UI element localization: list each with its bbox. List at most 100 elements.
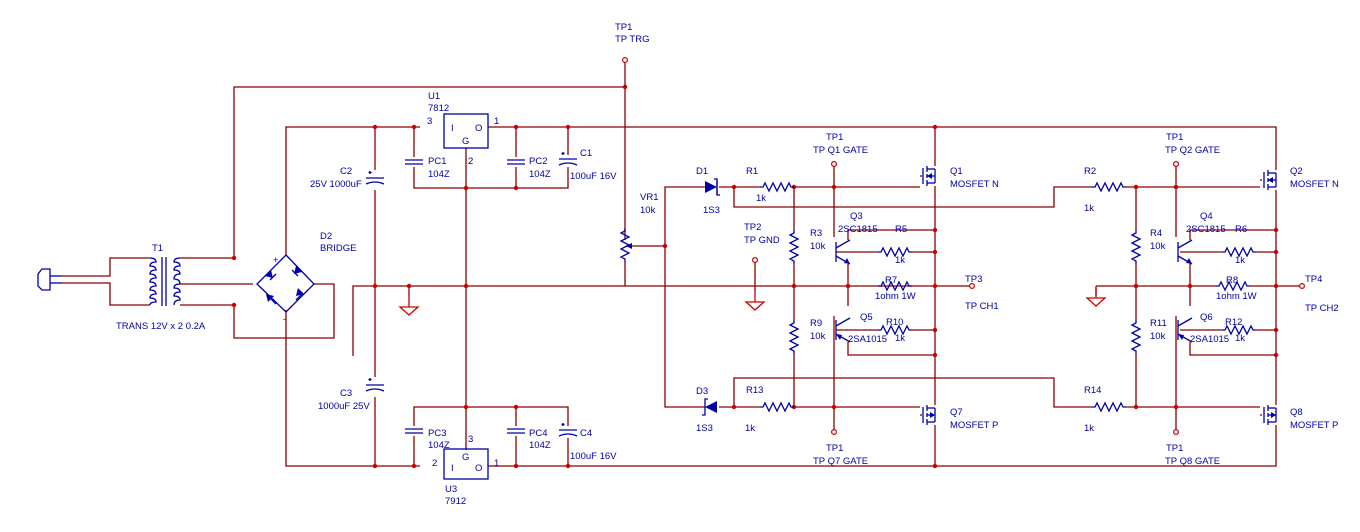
transistor-q4: Q4 2SC1815 [1177,211,1226,265]
r9-ref: R9 [810,318,822,329]
diode-d3: D3 1S3 [696,386,717,434]
diode-d1: D1 1S3 [696,166,720,216]
u3-pin1: 1 [494,458,499,469]
u3-ref: U3 [445,484,457,495]
r11-value: 10k [1150,331,1166,342]
ac-plug [37,268,62,291]
r9-value: 10k [810,331,826,342]
d3-value: 1S3 [696,423,713,434]
transistor-q6: Q6 2SA1015 [1177,312,1229,345]
r14-value: 1k [1084,423,1094,434]
q8-value: MOSFET P [1290,420,1338,431]
capacitor-c2: C2 25V 1000uF [310,166,385,190]
q3-value: 2SC1815 [838,224,878,235]
test-point-gnd: TP2 TP GND [744,222,780,311]
d1-value: 1S3 [703,205,720,216]
resistor-r12: R12 1k [1221,317,1257,344]
r2-ref: R2 [1084,166,1096,177]
r13-ref: R13 [746,385,763,396]
pc3-ref: PC3 [428,428,446,439]
resistor-r14: R14 1k [1084,385,1127,434]
mosfet-q8: Q8 MOSFET P [1260,404,1338,431]
c3-value: 1000uF 25V [318,401,370,412]
test-point-ch1: TP3 TP CH1 [965,274,999,312]
regulator-u1: 3 1 2 I O G U1 7812 [427,91,499,167]
r4-value: 10k [1150,241,1166,252]
d3-ref: D3 [696,386,708,397]
u1-gnd: G [462,136,469,147]
q1-ref: Q1 [950,166,963,177]
r6-value: 1k [1235,255,1245,266]
c2-ref: C2 [340,166,352,177]
r8-value: 1ohm 1W [1216,291,1257,302]
capacitor-pc2: PC2 104Z [506,156,551,180]
tp-q8-ref: TP1 [1166,443,1183,454]
r13-value: 1k [745,423,755,434]
test-point-q1-gate: TP1 TP Q1 GATE [813,132,868,167]
c3-ref: C3 [340,388,352,399]
u3-out: O [475,463,482,474]
test-point-q8-gate: TP1 TP Q8 GATE [1165,429,1220,467]
regulator-u3: 2 1 3 I O G U3 7912 [432,434,499,507]
q7-ref: Q7 [950,407,963,418]
u1-in: I [451,123,454,134]
pc1-value: 104Z [428,169,450,180]
transistor-q5: Q5 2SA1015 [835,312,887,345]
q7-value: MOSFET P [950,420,998,431]
tp-q1-name: TP Q1 GATE [813,145,868,156]
capacitor-c3: C3 1000uF 25V [318,377,385,412]
vr1-ref: VR1 [640,192,658,203]
resistor-r3: R3 10k [789,228,826,265]
resistor-r13: R13 1k [745,385,795,434]
d1-ref: D1 [696,166,708,177]
tp-trg-name: TP TRG [615,34,650,45]
r6-ref: R6 [1235,224,1247,235]
u1-pin1: 1 [494,116,499,127]
q2-ref: Q2 [1290,166,1303,177]
resistor-r5: R5 1k [877,224,913,266]
pc2-ref: PC2 [529,156,547,167]
u3-pin3: 3 [468,434,473,445]
c4-value: 100uF 16V [570,451,617,462]
r10-ref: R10 [886,317,903,328]
tp3-ref: TP3 [965,274,982,285]
capacitor-pc1: PC1 104Z [404,156,450,180]
t1-ref: T1 [152,243,163,254]
c1-value: 100uF 16V [570,171,617,182]
r7-ref: R7 [885,275,897,286]
r12-ref: R12 [1225,317,1242,328]
resistor-r7: R7 1ohm 1W [875,275,916,302]
u3-gnd: G [462,452,469,463]
t1-value: TRANS 12V x 2 0.2A [116,321,206,332]
resistor-r10: R10 1k [877,317,913,344]
q5-ref: Q5 [860,312,873,323]
r12-value: 1k [1235,333,1245,344]
r14-ref: R14 [1084,385,1101,396]
q6-ref: Q6 [1200,312,1213,323]
bridge-minus: - [283,314,286,325]
wires [62,86,1300,467]
tp4-ref: TP4 [1305,274,1322,285]
u1-value: 7812 [428,103,449,114]
u3-pin2: 2 [432,458,437,469]
resistor-r4: R4 10k [1131,228,1166,265]
test-point-trg: TP1 TP TRG [615,22,650,87]
r2-value: 1k [1084,203,1094,214]
tp-q2-name: TP Q2 GATE [1165,145,1220,156]
test-point-q7-gate: TP1 TP Q7 GATE [813,429,868,467]
resistor-r6: R6 1k [1221,224,1257,266]
r10-value: 1k [895,333,905,344]
resistor-r2: R2 1k [1084,166,1127,214]
resistor-r9: R9 10k [789,318,826,355]
r3-value: 10k [810,241,826,252]
q2-value: MOSFET N [1290,179,1339,190]
tp3-name: TP CH1 [965,301,999,312]
r1-ref: R1 [746,166,758,177]
tp-q7-name: TP Q7 GATE [813,456,868,467]
u1-pin3: 3 [427,116,432,127]
resistor-r1: R1 1k [746,166,795,204]
tp-q8-name: TP Q8 GATE [1165,456,1220,467]
q1-value: MOSFET N [950,179,999,190]
tp-gnd-ref: TP2 [744,222,761,233]
